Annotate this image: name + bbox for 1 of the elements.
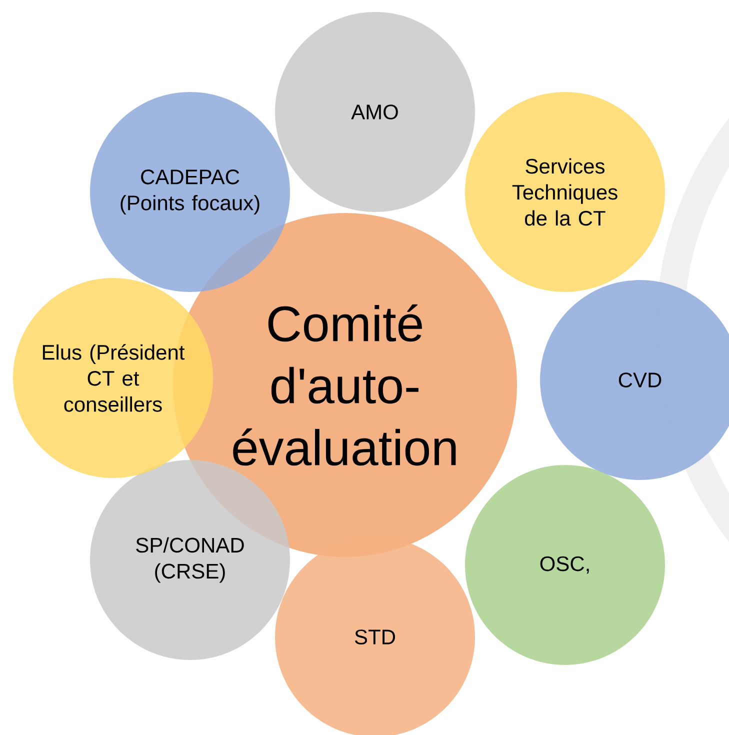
node-label: STD	[354, 630, 395, 644]
